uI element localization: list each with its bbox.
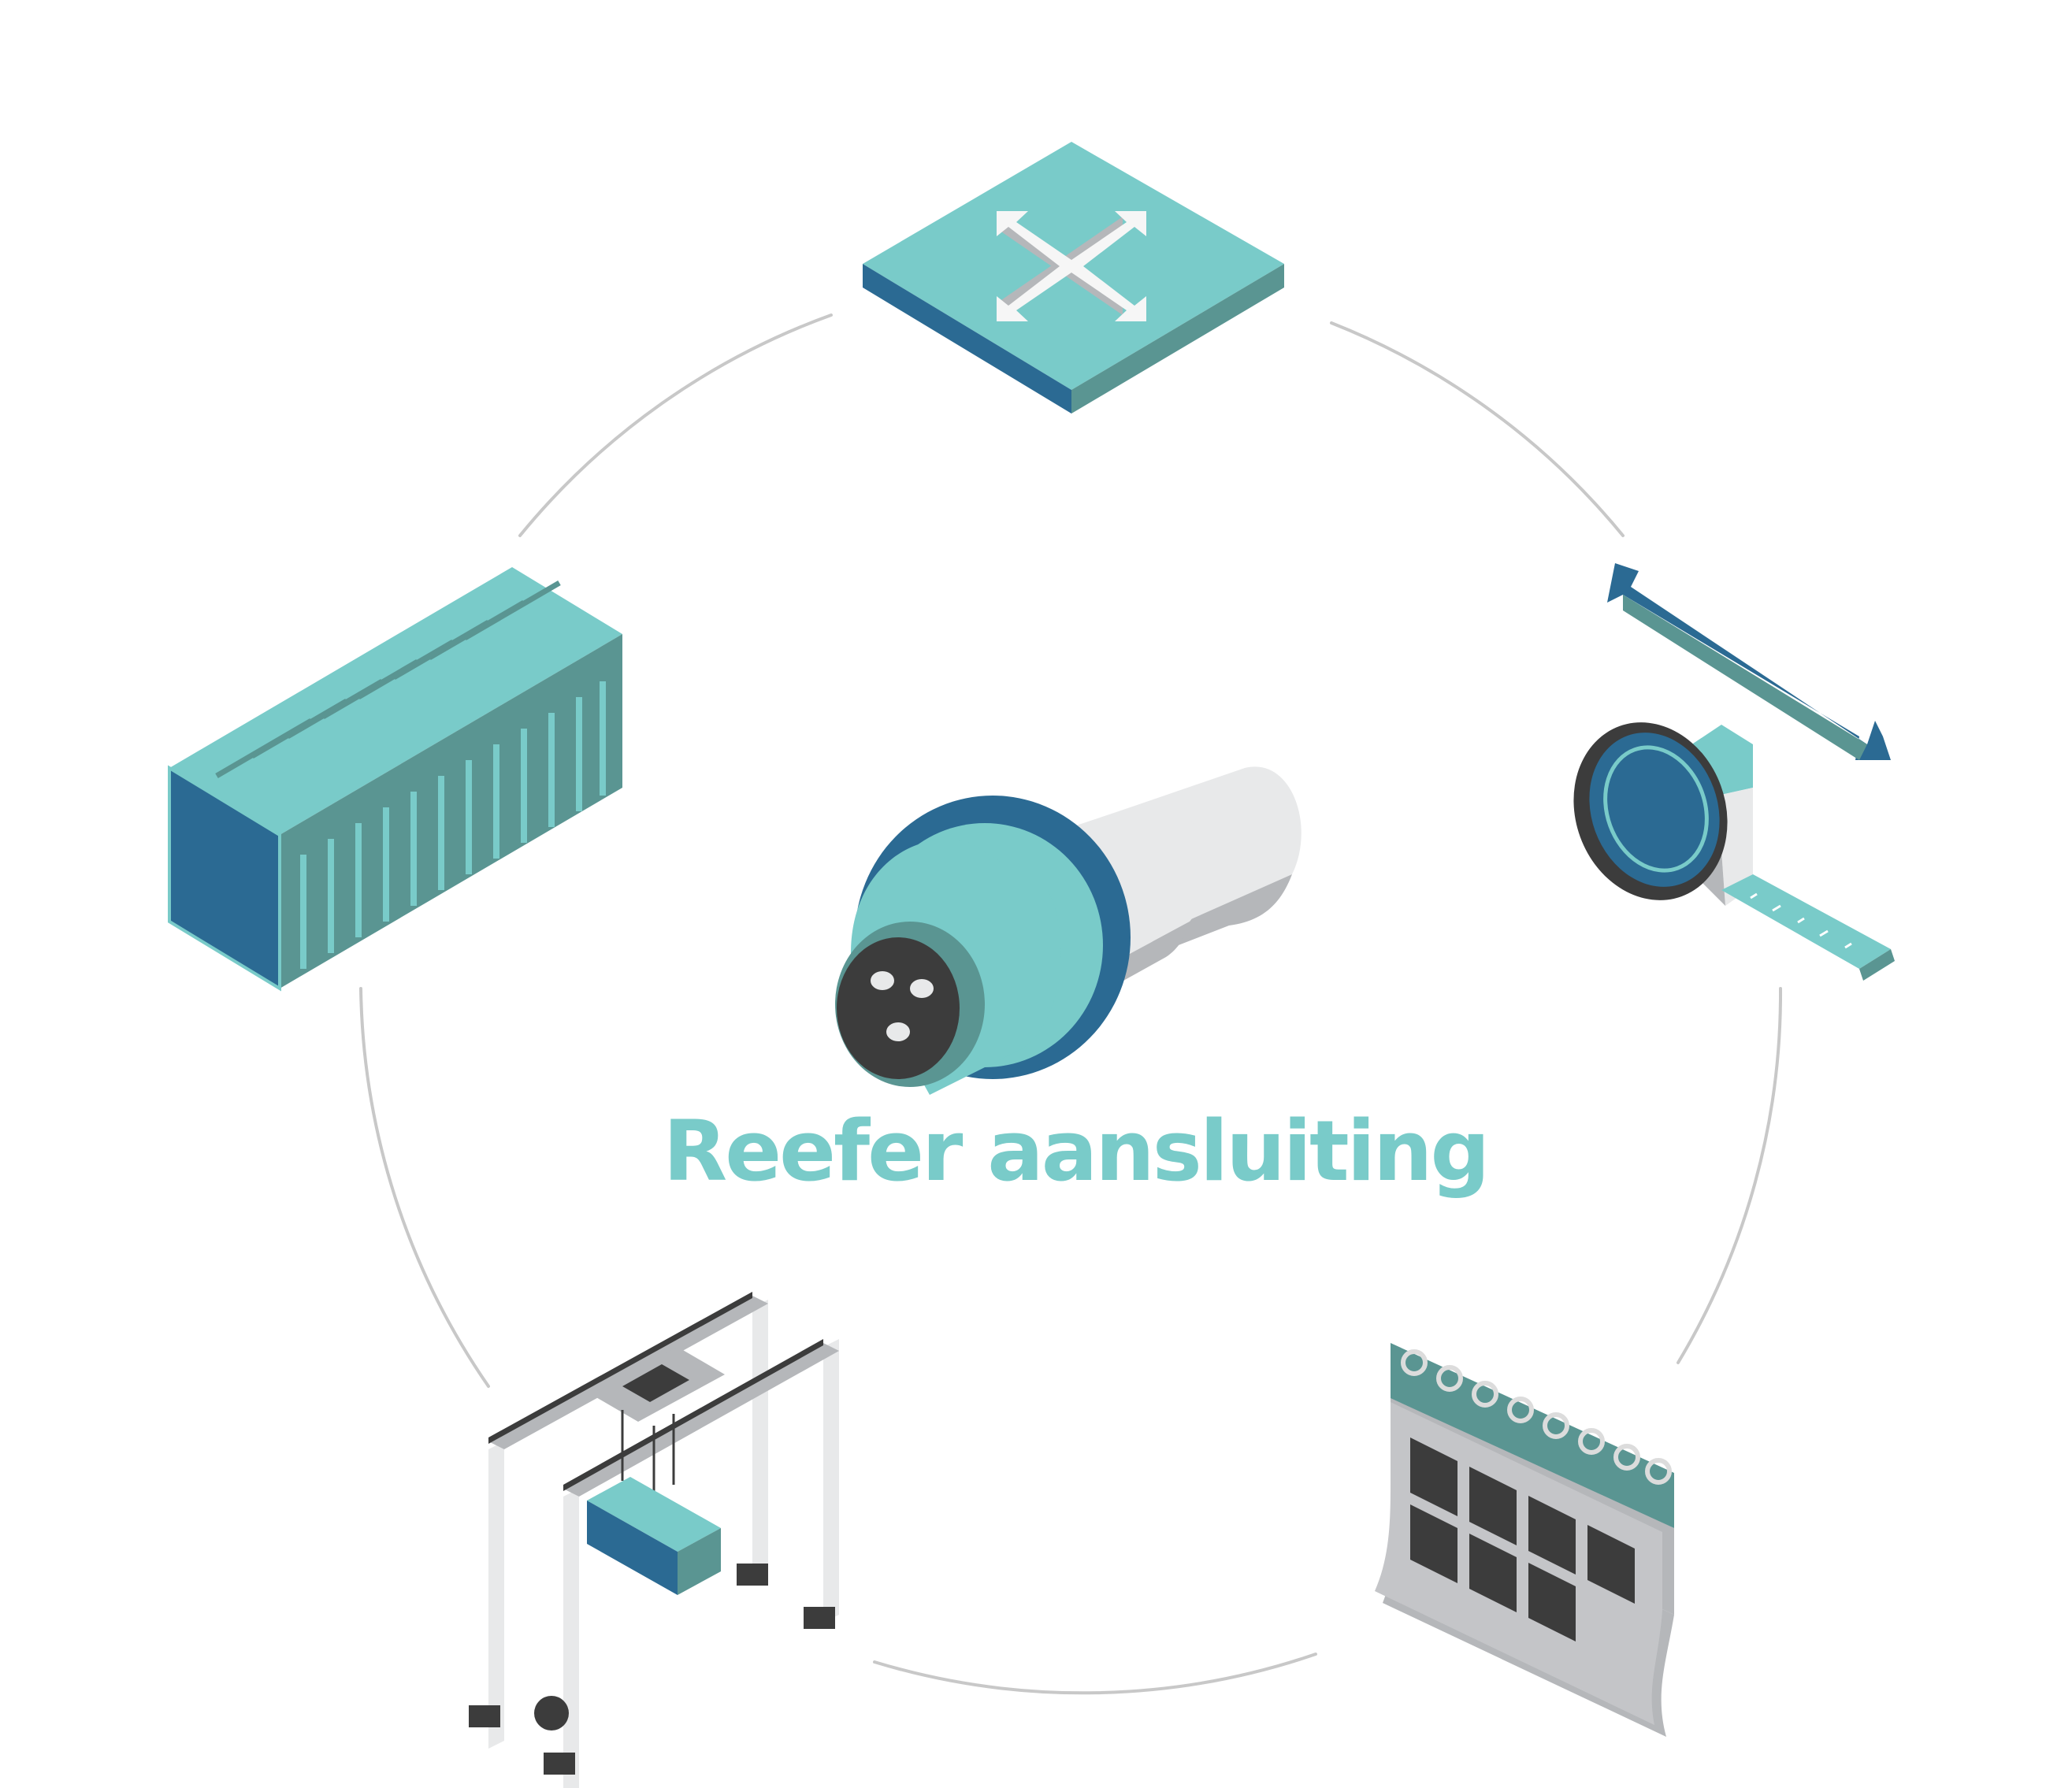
tape-measure-icon [1573,722,1895,981]
reefer-power-plug-icon [835,766,1301,1095]
calendar-day-cells [1410,1437,1635,1641]
tape-ticks [1750,892,1852,949]
calendar-icon [1375,1343,1674,1737]
ring-arc-top-left [518,313,833,537]
move-arrows-icon [997,211,1146,321]
crane-hoisted-container [587,1477,721,1595]
ring-arc-left [359,987,490,1388]
crane-wheels [469,1564,835,1775]
crane-cables [621,1410,675,1497]
crane-trolley [591,1347,725,1422]
container-top-ribs [215,580,561,779]
gantry-crane-icon [469,1292,839,1788]
ring-arc-top-right [1330,321,1625,537]
ring-arc-right [1677,987,1783,1364]
diagram-title: Reefer aansluiting [663,1103,1491,1200]
shipping-container-icon [168,567,622,992]
crane-fan-icon [534,1696,569,1731]
calendar-rings [1401,1349,1672,1485]
measuring-tape-length-icon [1573,563,1895,981]
double-arrow-icon [1607,563,1891,760]
container-side-ribs [300,681,606,969]
ring-arc-bottom [873,1653,1317,1695]
plug-pins [871,971,934,1041]
cycle-ring [359,313,1783,1695]
floor-plate-move-arrows-icon [863,142,1284,414]
